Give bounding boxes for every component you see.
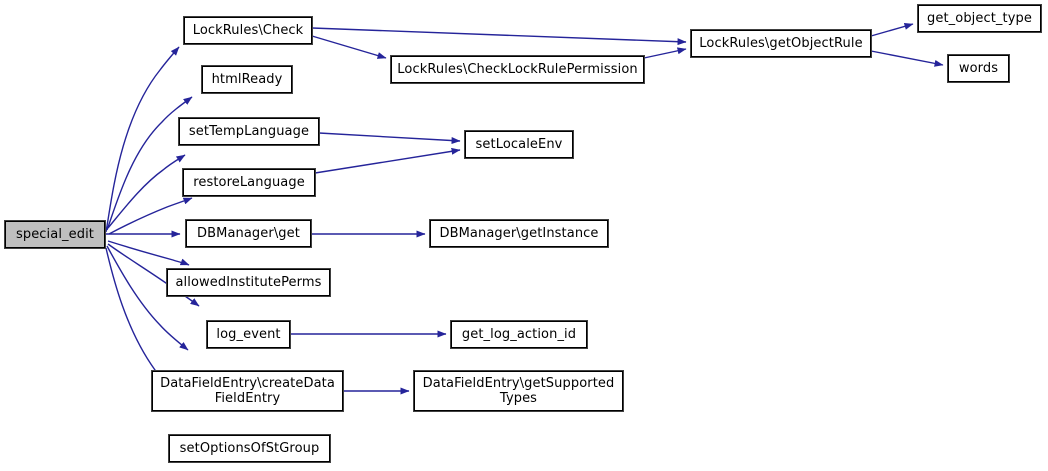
edge-special_edit-htmlready: [106, 96, 193, 231]
node-label-datafieldentry_getsupportedtypes: DataFieldEntry\getSupported Types: [422, 376, 615, 406]
edge-special_edit-lockrules_check: [105, 46, 180, 233]
node-lockrules_checklockrulepermission[interactable]: LockRules\CheckLockRulePermission: [390, 55, 645, 84]
edge-special_edit-restorelanguage: [108, 197, 193, 235]
node-get_object_type[interactable]: get_object_type: [917, 4, 1042, 33]
edge-restorelanguage-setlocaleenv: [314, 147, 461, 174]
node-label-lockrules_check: LockRules\Check: [192, 23, 304, 38]
edge-special_edit-allowedinstituteperms: [107, 240, 190, 266]
edge-special_edit-log_event: [107, 243, 200, 307]
node-words[interactable]: words: [947, 54, 1010, 83]
edge-lockrules_getobjectrule-get_object_type: [870, 22, 914, 37]
node-dbmanager_get[interactable]: DBManager\get: [185, 219, 312, 248]
node-dbmanager_getinstance[interactable]: DBManager\getInstance: [429, 219, 609, 248]
node-label-lockrules_checklockrulepermission: LockRules\CheckLockRulePermission: [397, 62, 638, 77]
edge-lockrules_check-lockrules_checklockrulepermission: [311, 35, 387, 59]
edge-layer: [105, 22, 944, 409]
edge-lockrules_check-lockrules_getobjectrule: [311, 27, 687, 46]
node-datafieldentry_getsupportedtypes[interactable]: DataFieldEntry\getSupported Types: [413, 370, 624, 412]
node-label-special_edit: special_edit: [15, 227, 95, 242]
node-label-lockrules_getobjectrule: LockRules\getObjectRule: [699, 36, 863, 51]
edge-lockrules_checklockrulepermission-lockrules_getobjectrule: [643, 47, 687, 59]
node-label-words: words: [958, 61, 999, 76]
node-label-dbmanager_getinstance: DBManager\getInstance: [439, 226, 599, 241]
node-label-allowedinstituteperms: allowedInstitutePerms: [175, 275, 322, 290]
node-special_edit[interactable]: special_edit: [4, 220, 106, 249]
node-label-dbmanager_get: DBManager\get: [197, 226, 300, 241]
node-label-datafieldentry_createdatafieldentry: DataFieldEntry\createData FieldEntry: [160, 376, 335, 406]
node-label-settemplanguage: setTempLanguage: [188, 124, 310, 139]
node-restorelanguage[interactable]: restoreLanguage: [182, 168, 316, 197]
edge-settemplanguage-setlocaleenv: [318, 132, 461, 145]
edge-lockrules_getobjectrule-words: [870, 50, 944, 67]
node-htmlready[interactable]: htmlReady: [201, 65, 293, 94]
node-label-get_log_action_id: get_log_action_id: [461, 327, 577, 342]
node-label-restorelanguage: restoreLanguage: [193, 175, 305, 190]
node-log_event[interactable]: log_event: [206, 320, 291, 349]
node-settemplanguage[interactable]: setTempLanguage: [178, 117, 320, 146]
edge-special_edit-datafieldentry_createdatafieldentry: [106, 245, 189, 351]
node-datafieldentry_createdatafieldentry[interactable]: DataFieldEntry\createData FieldEntry: [151, 370, 344, 412]
node-allowedinstituteperms[interactable]: allowedInstitutePerms: [166, 268, 331, 297]
node-label-setlocaleenv: setLocaleEnv: [475, 137, 563, 152]
node-label-htmlready: htmlReady: [211, 72, 283, 87]
node-get_log_action_id[interactable]: get_log_action_id: [450, 320, 588, 349]
node-label-get_object_type: get_object_type: [927, 11, 1032, 26]
edge-special_edit-settemplanguage: [107, 154, 186, 229]
node-setoptionsofstgroup[interactable]: setOptionsOfStGroup: [168, 434, 331, 463]
node-lockrules_check[interactable]: LockRules\Check: [183, 16, 313, 45]
node-setlocaleenv[interactable]: setLocaleEnv: [464, 130, 574, 159]
node-lockrules_getobjectrule[interactable]: LockRules\getObjectRule: [690, 29, 872, 58]
node-label-setoptionsofstgroup: setOptionsOfStGroup: [179, 441, 320, 456]
node-label-log_event: log_event: [216, 327, 281, 342]
